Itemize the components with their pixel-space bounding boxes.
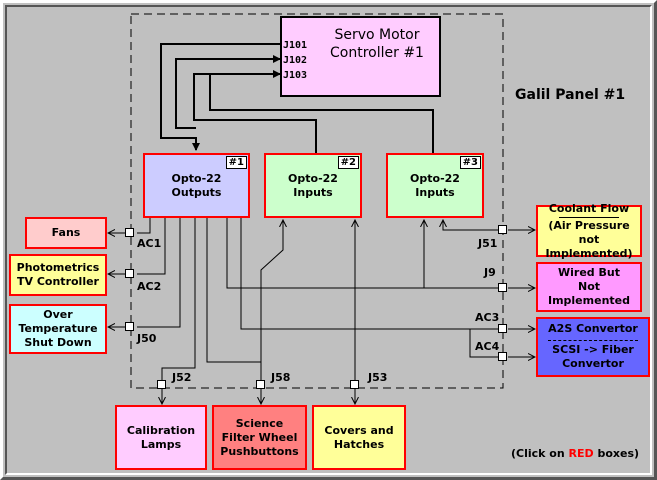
connector-j52 <box>157 380 166 389</box>
panel-title: Galil Panel #1 <box>515 87 626 103</box>
wire-j52 <box>161 218 196 381</box>
servo-title-line2: Controller #1 <box>330 45 424 61</box>
covers-line1: Covers and <box>324 423 394 437</box>
wire-j101-to-opto1 <box>160 43 282 151</box>
opto22-inputs-2[interactable]: #2 Opto-22 Inputs <box>264 153 362 218</box>
coolant-line2: (Air Pressure <box>548 218 630 232</box>
opto2-line1: Opto-22 <box>288 171 338 185</box>
convertor-divider <box>548 340 638 341</box>
footer-red-word: RED <box>568 447 594 460</box>
footer-suffix: boxes) <box>593 447 640 460</box>
photometrics-tv-controller-box[interactable]: Photometrics TV Controller <box>9 254 107 296</box>
overtemp-line2: Temperature <box>18 322 98 335</box>
a2s-label: A2S Convertor <box>548 322 638 335</box>
connector-ac1 <box>125 228 134 237</box>
servo-motor-controller: J101 J102 J103 Servo Motor Controller #1 <box>280 16 441 97</box>
wire-j58-to-opto1 <box>206 218 262 381</box>
opto2-line2: Inputs <box>293 185 333 199</box>
opto1-line1: Opto-22 <box>171 171 222 185</box>
wire-j58-to-opto2 <box>260 220 283 362</box>
port-j103: J103 <box>283 70 308 81</box>
connector-j50 <box>125 322 134 331</box>
coolant-line3: not Implemented) <box>545 232 633 260</box>
connector-ac3 <box>498 324 507 333</box>
label-j50: J50 <box>137 332 157 345</box>
label-ac2: AC2 <box>137 280 162 293</box>
wired-line1: Wired But <box>558 266 620 279</box>
over-temperature-shutdown-box[interactable]: Over Temperature Shut Down <box>9 304 107 354</box>
science-line3: Pushbuttons <box>220 444 299 458</box>
wire-opto3-to-servo <box>209 74 434 153</box>
science-line1: Science <box>235 416 284 430</box>
wire-ac2-to-opto1 <box>137 218 166 275</box>
opto2-badge: #2 <box>337 156 359 169</box>
connector-ac4 <box>498 352 507 361</box>
label-ac4: AC4 <box>475 340 500 353</box>
wire-j50-to-opto1 <box>137 218 181 328</box>
connector-j51 <box>498 225 507 234</box>
connector-j58 <box>256 380 265 389</box>
wire-j9-to-opto <box>226 218 500 289</box>
wired-not-implemented-box[interactable]: Wired But Not Implemented <box>536 262 642 312</box>
label-j51: J51 <box>478 237 498 250</box>
science-line2: Filter Wheel <box>221 430 298 444</box>
covers-and-hatches-box[interactable]: Covers and Hatches <box>312 405 406 470</box>
wire-ac1-to-opto1 <box>137 218 151 234</box>
label-ac1: AC1 <box>137 237 162 250</box>
overtemp-line1: Over <box>43 308 73 321</box>
photometrics-line1: Photometrics <box>16 261 100 274</box>
opto3-line1: Opto-22 <box>410 171 460 185</box>
wired-line2: Not <box>577 280 601 293</box>
label-j53: J53 <box>368 371 388 384</box>
wired-line3: Implemented <box>547 294 630 307</box>
coolant-line1: Coolant Flow <box>548 201 630 215</box>
servo-title-line1: Servo Motor <box>334 27 420 43</box>
port-j101: J101 <box>283 40 308 51</box>
label-ac3: AC3 <box>475 311 500 324</box>
scsi-line1: SCSI -> Fiber <box>552 343 634 356</box>
opto22-inputs-3[interactable]: #3 Opto-22 Inputs <box>386 153 484 218</box>
label-j9: J9 <box>484 266 496 279</box>
opto22-outputs-1[interactable]: #1 Opto-22 Outputs <box>143 153 250 218</box>
calibration-lamps-box[interactable]: Calibration Lamps <box>115 405 207 470</box>
inner-bevel-frame <box>5 5 652 475</box>
coolant-flow-box[interactable]: Coolant Flow (Air Pressure not Implement… <box>536 201 642 260</box>
fans-box[interactable]: Fans <box>25 217 107 249</box>
connector-j9 <box>498 283 507 292</box>
photometrics-line2: TV Controller <box>17 275 99 288</box>
label-j52: J52 <box>172 371 192 384</box>
overtemp-line3: Shut Down <box>24 336 92 349</box>
scsi-line2: Convertor <box>562 357 624 370</box>
label-j58: J58 <box>271 371 291 384</box>
calibration-line1: Calibration <box>126 423 196 437</box>
calibration-line2: Lamps <box>140 437 182 451</box>
wire-ac3-to-opto1 <box>240 218 500 330</box>
a2s-scsi-convertor-box[interactable]: A2S Convertor SCSI -> Fiber Convertor <box>536 317 650 377</box>
opto1-line2: Outputs <box>171 185 222 199</box>
science-filter-wheel-pushbuttons-box[interactable]: Science Filter Wheel Pushbuttons <box>212 405 307 470</box>
opto3-badge: #3 <box>459 156 481 169</box>
opto3-line2: Inputs <box>415 185 455 199</box>
wire-j102-to-opto1 <box>175 58 282 129</box>
wire-ac4-branch <box>469 329 500 358</box>
panel-boundary <box>130 13 504 389</box>
footer-prefix: (Click on <box>511 447 569 460</box>
wire-j51-to-opto3 <box>443 220 500 231</box>
connector-j53 <box>350 380 359 389</box>
port-j102: J102 <box>283 55 308 66</box>
connector-ac2 <box>125 269 134 278</box>
footer-instruction: (Click on RED boxes) <box>511 448 639 460</box>
covers-line2: Hatches <box>333 437 385 451</box>
opto1-badge: #1 <box>225 156 247 169</box>
coolant-divider <box>559 216 619 218</box>
fans-label: Fans <box>51 226 81 239</box>
